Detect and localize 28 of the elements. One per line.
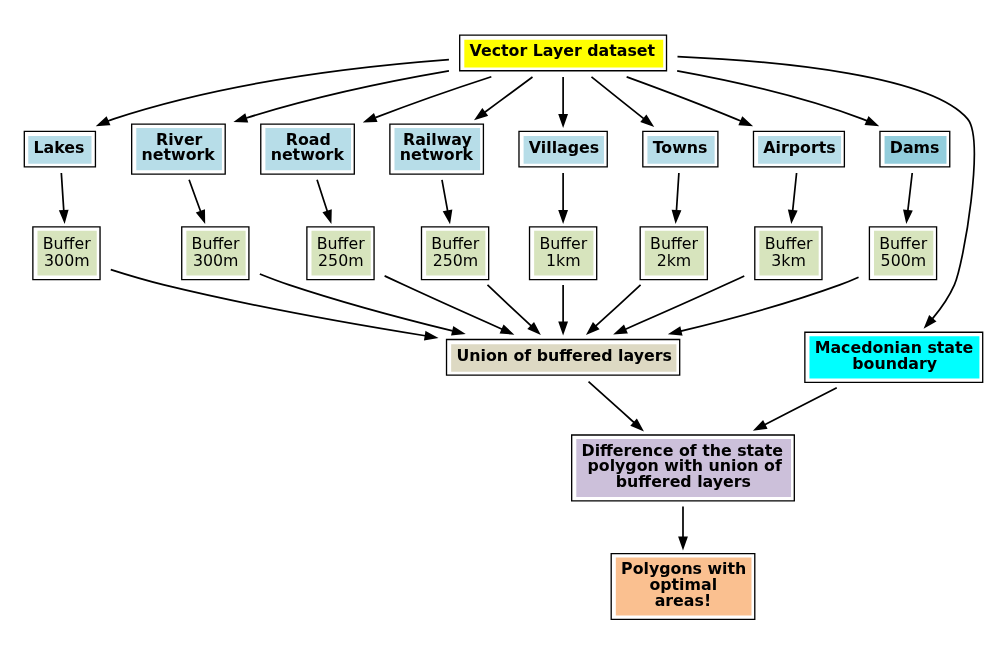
arrow <box>362 75 493 123</box>
arrow <box>558 171 568 224</box>
arrow <box>316 178 332 224</box>
arrow <box>95 58 450 126</box>
arrow <box>590 75 655 127</box>
arrow <box>109 268 439 340</box>
arrow <box>676 69 880 126</box>
arrow <box>558 283 568 336</box>
arrow <box>752 386 838 431</box>
arrow <box>585 283 642 335</box>
arrow <box>558 75 568 128</box>
arrow <box>58 171 69 224</box>
arrow <box>676 55 975 329</box>
arrow <box>258 272 466 336</box>
arrow <box>441 178 453 224</box>
arrow <box>587 380 644 431</box>
arrow <box>188 178 206 224</box>
arrow <box>903 171 914 224</box>
arrow <box>625 75 754 126</box>
arrow <box>486 283 541 335</box>
arrow <box>787 171 798 224</box>
arrow <box>671 171 682 224</box>
arrow <box>667 275 860 336</box>
arrow <box>474 75 534 120</box>
arrow <box>233 69 450 122</box>
arrow <box>383 274 515 335</box>
arrow <box>678 505 688 551</box>
arrow <box>613 274 746 335</box>
